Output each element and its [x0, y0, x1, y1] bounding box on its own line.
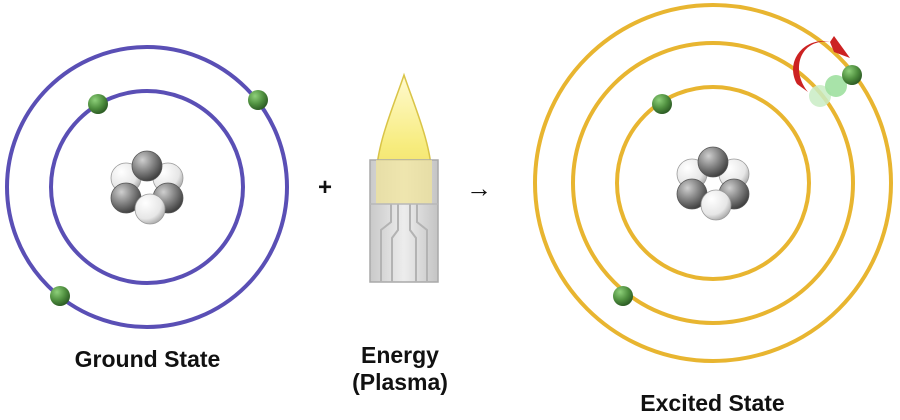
plasma-torch-icon [369, 72, 439, 283]
electron [50, 286, 70, 306]
torch-flame-overlay [376, 160, 432, 204]
energy-label-line2: (Plasma) [352, 369, 448, 395]
curved-arrow-icon [793, 36, 850, 92]
excited-state-label: Excited State [640, 390, 785, 416]
ground-state-atom [5, 45, 289, 329]
energy-label-line1: Energy [361, 342, 439, 368]
electron [652, 94, 672, 114]
nucleus-icon [676, 146, 750, 221]
excited-middle-orbit [571, 41, 855, 325]
ground-inner-orbit [49, 89, 245, 285]
electron [248, 90, 268, 110]
nucleus-icon [110, 150, 184, 225]
jumping-electron [809, 65, 862, 107]
excited-state-atom [533, 3, 893, 363]
reaction-arrow: → [466, 173, 492, 203]
ground-state-label: Ground State [74, 346, 221, 372]
plus-operator: + [318, 174, 333, 201]
energy-label: Energy (Plasma) [320, 342, 480, 396]
torch-tube [380, 204, 428, 282]
excited-outer-orbit [533, 3, 893, 363]
excited-inner-orbit [615, 85, 811, 281]
electron [613, 286, 633, 306]
ground-outer-orbit [5, 45, 289, 329]
electron [88, 94, 108, 114]
